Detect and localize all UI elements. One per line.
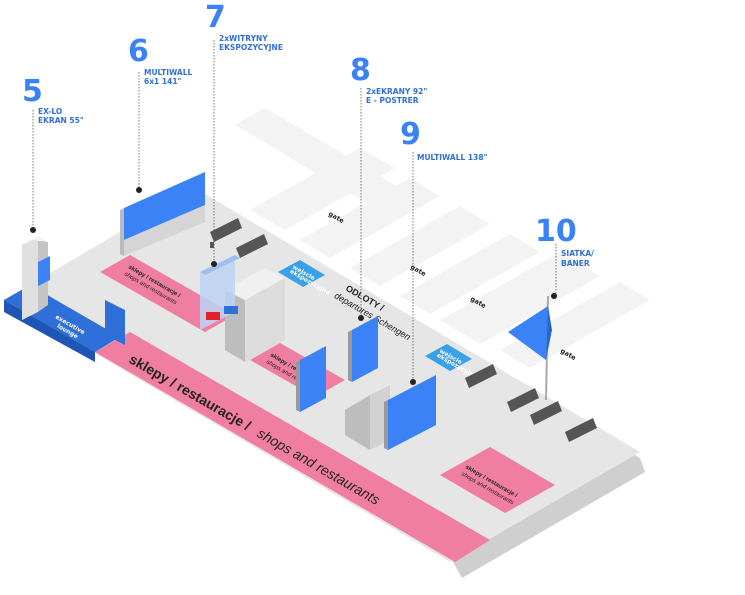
seating [210, 218, 597, 442]
callout-caption: EKSPOZYCYJNE [219, 43, 283, 52]
lounge-door [105, 300, 125, 345]
callout-caption: 2xEKRANY 92" [366, 87, 427, 96]
callout-caption: 6x1 141" [144, 77, 182, 86]
shops-zone-right [440, 447, 555, 513]
callout-caption: EKRAN 55" [38, 116, 84, 125]
gate-label: gate [409, 263, 428, 279]
callout-caption: 2xWITRYNY [219, 34, 268, 43]
wall-blocks [225, 268, 390, 450]
multiwall-9 [384, 375, 436, 450]
callout-number: 10 [535, 214, 577, 249]
callout-caption: MULTIWALL 138" [417, 153, 488, 162]
gate-label: gate [559, 347, 578, 363]
entrance-tag-2 [425, 344, 472, 371]
callout-caption: SIATKA/ [561, 249, 594, 258]
e-poster-screens [296, 316, 378, 412]
callout-number: 8 [350, 53, 371, 88]
leader-lines [30, 40, 557, 385]
shops-zone-main [95, 332, 490, 562]
callout-caption: E - POSTRER [366, 96, 419, 105]
callout-caption: MULTIWALL [144, 68, 193, 77]
display-cases [200, 255, 240, 330]
callout-number: 9 [400, 117, 421, 152]
multiwall-6 [120, 172, 205, 256]
flag-banner [508, 295, 552, 401]
ex-lo-kiosk [22, 237, 50, 320]
callout-caption: BANER [561, 259, 590, 268]
callout-number: 5 [22, 74, 43, 109]
callout-caption: EX-LO [38, 107, 62, 116]
callout-number: 6 [128, 34, 149, 69]
callout-number: 7 [205, 0, 226, 35]
entrance-tag-1 [278, 260, 325, 287]
